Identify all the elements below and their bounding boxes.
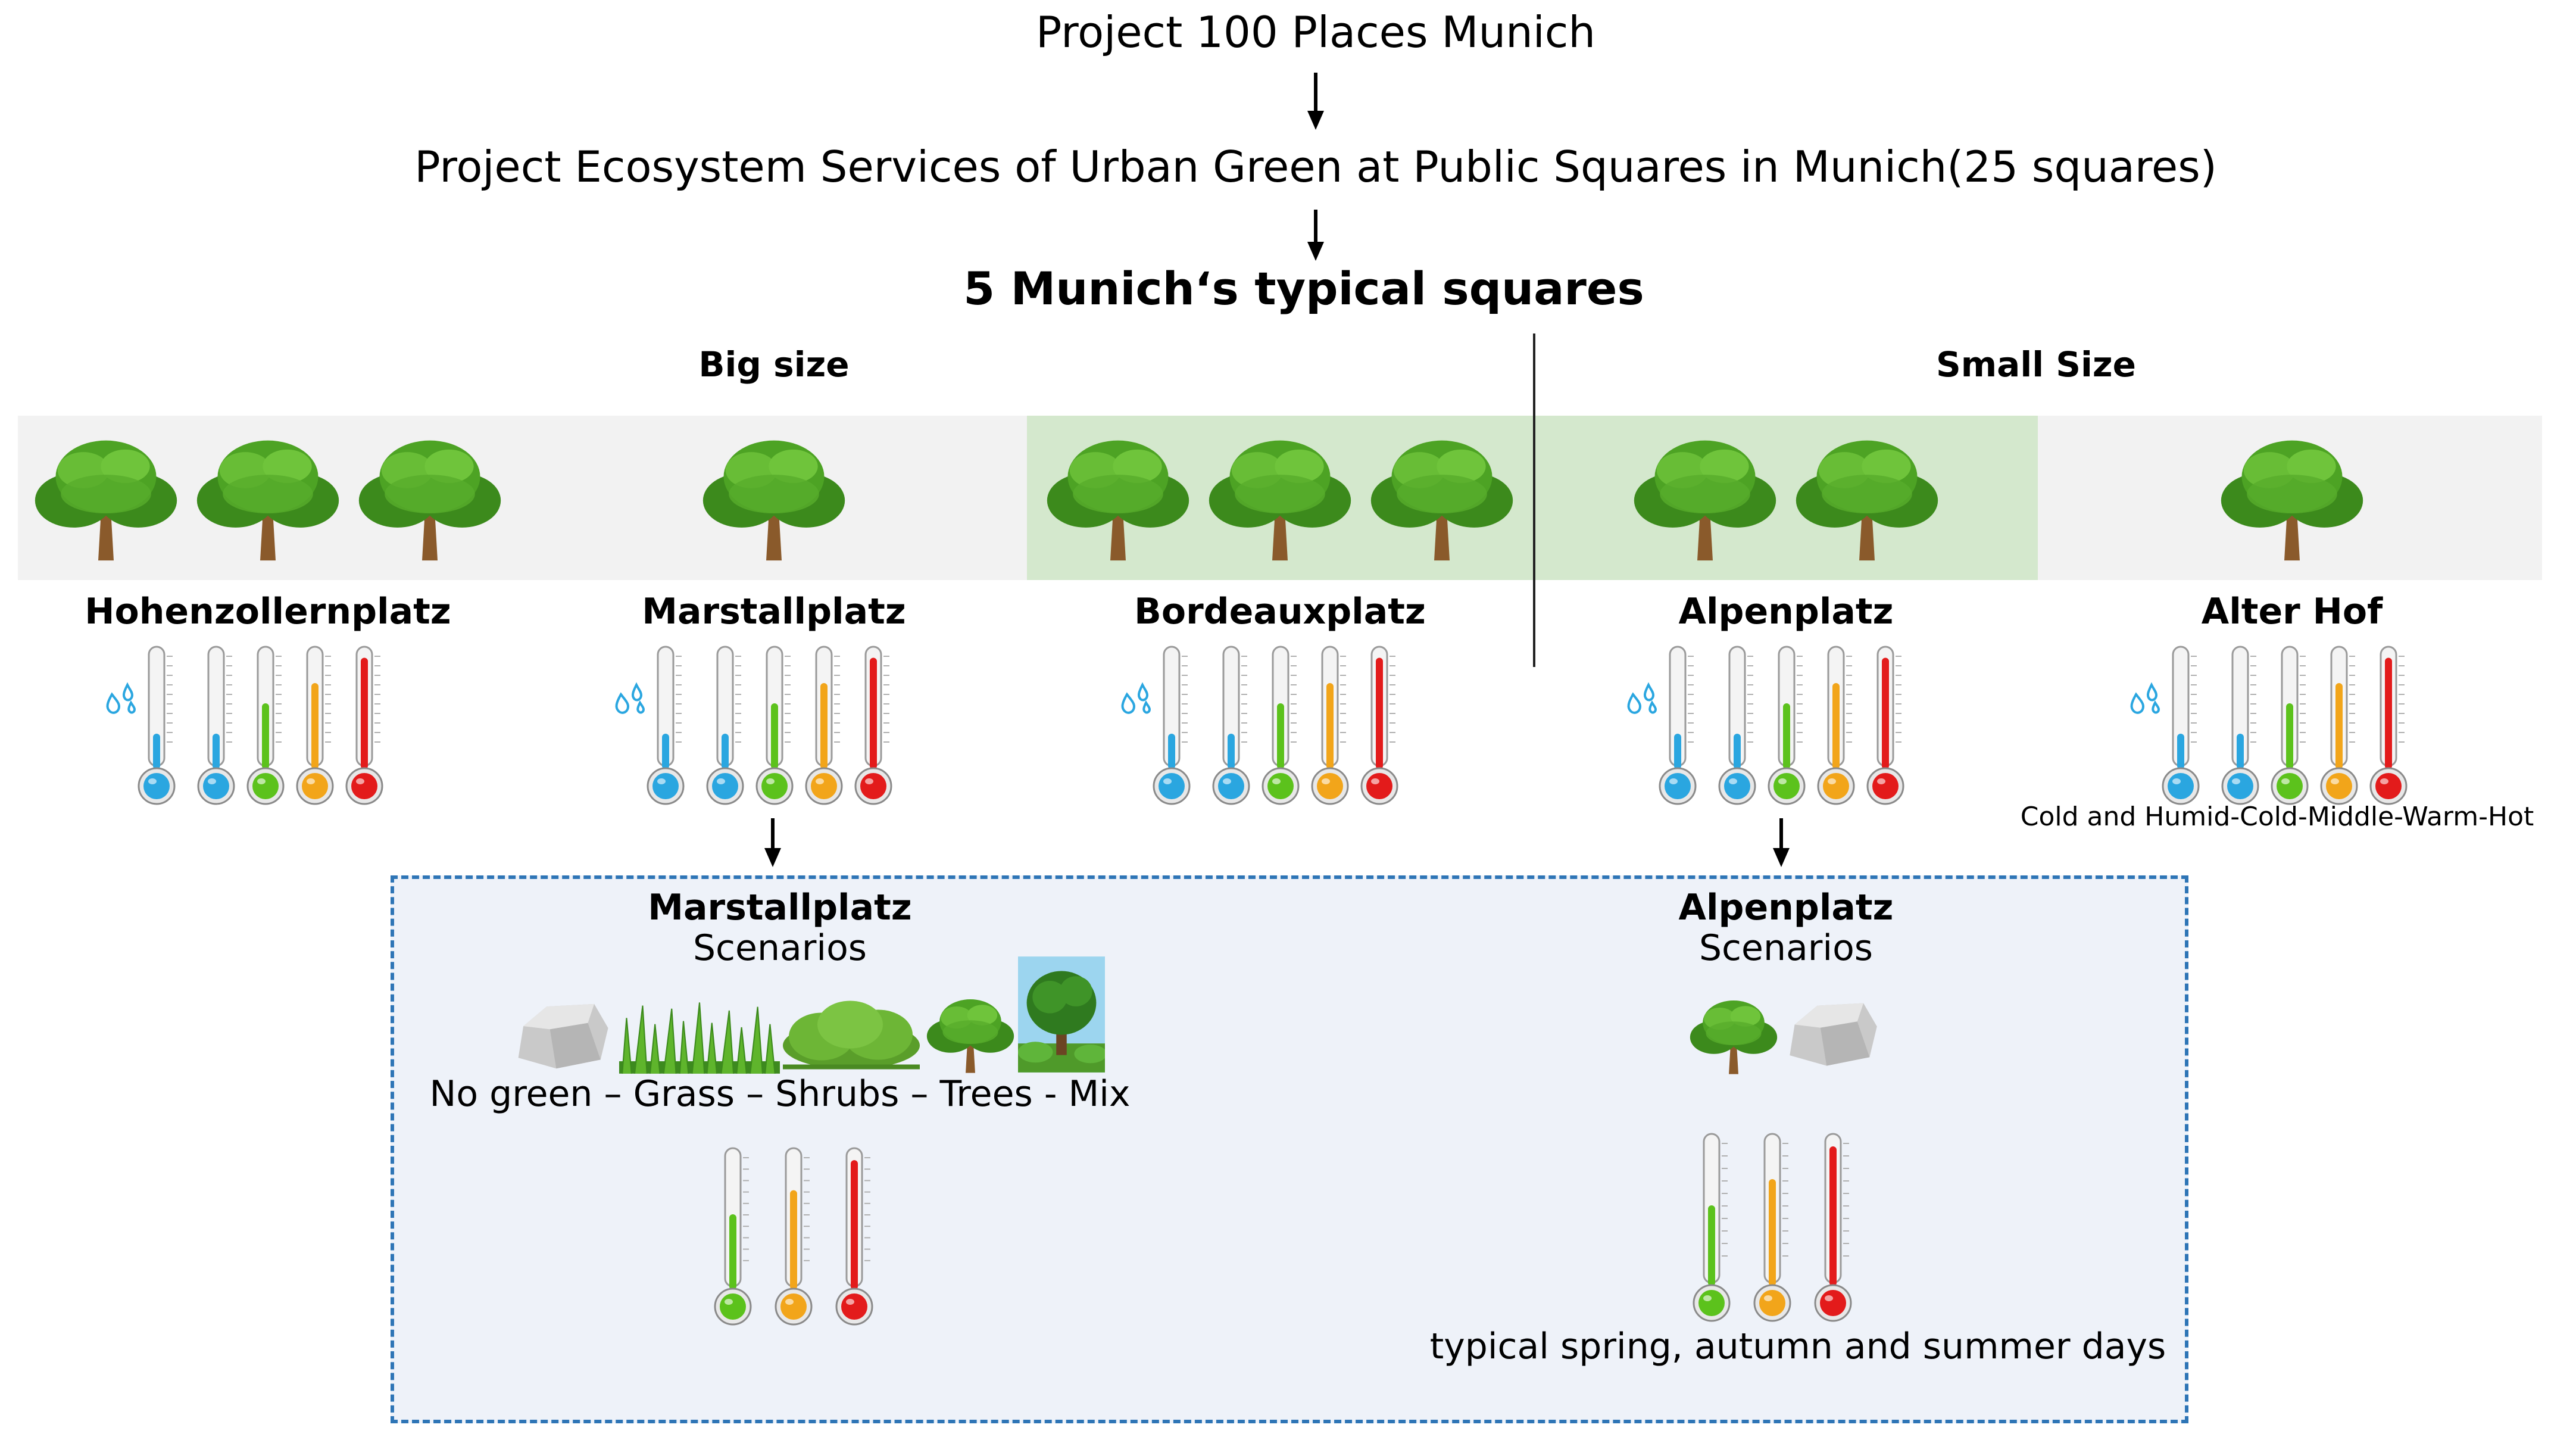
title-typical-squares: 5 Munich‘s typical squares (963, 262, 1644, 315)
tree-icon (923, 995, 1018, 1074)
tree-icon (1686, 996, 1781, 1075)
alpenplatz-scenarios-title: Alpenplatz (1678, 887, 1894, 928)
thermometer-legend: Cold and Humid-Cold-Middle-Warm-Hot (2020, 802, 2534, 832)
thermometer-hot (2369, 646, 2408, 805)
tree-icon (191, 432, 345, 562)
thermometer-middle (246, 646, 285, 805)
thermometer-hot (345, 646, 383, 805)
thermometer-warm (2320, 646, 2358, 805)
thermometer-cold (1718, 646, 1756, 805)
scenario-thermometer-warm (775, 1147, 813, 1326)
rock-icon (1790, 1003, 1877, 1066)
thermometer-cold-and-humid (1659, 646, 1697, 805)
alpenplatz-scenarios-heading: Alpenplatz Scenarios (1548, 887, 2024, 968)
label-big-size: Big size (698, 344, 850, 385)
mix-icon (1018, 956, 1105, 1073)
alpenplatz-scenarios-subtitle: Scenarios (1698, 927, 1874, 969)
square-name-bordeauxplatz: Bordeauxplatz (1134, 591, 1426, 632)
arrow-down-1 (1307, 73, 1324, 130)
square-name-alpenplatz: Alpenplatz (1678, 591, 1894, 632)
square-name-alter-hof: Alter Hof (2201, 591, 2383, 632)
thermometer-hot (1360, 646, 1398, 805)
thermometer-cold-and-humid (138, 646, 176, 805)
marstallplatz-scenarios-heading: Marstallplatz Scenarios (542, 887, 1018, 968)
scenario-thermometer-hot (1814, 1133, 1852, 1322)
arrow-to-marstallplatz-scenarios (764, 818, 781, 867)
arrow-to-alpenplatz-scenarios (1773, 818, 1790, 867)
thermometer-warm (296, 646, 334, 805)
thermometer-cold (197, 646, 235, 805)
thermometer-cold (706, 646, 744, 805)
label-small-size: Small Size (1935, 344, 2137, 385)
square-name-hohenzollernplatz: Hohenzollernplatz (85, 591, 451, 632)
tree-icon (2215, 432, 2369, 562)
thermometer-cold-and-humid (1153, 646, 1191, 805)
thermometer-cold-and-humid (2162, 646, 2200, 805)
tree-icon (1365, 432, 1519, 562)
thermometer-middle (1768, 646, 1806, 805)
thermometer-middle (755, 646, 794, 805)
scenario-thermometer-middle (1693, 1133, 1731, 1322)
thermometer-hot (854, 646, 892, 805)
thermometer-warm (805, 646, 843, 805)
tree-icon (1203, 432, 1357, 562)
arrow-down-2 (1307, 210, 1324, 261)
thermometer-middle (2271, 646, 2309, 805)
marstallplatz-scenarios-subtitle: Scenarios (692, 927, 867, 969)
scenarios-box (391, 875, 2188, 1423)
thermometer-warm (1311, 646, 1349, 805)
thermometer-hot (1866, 646, 1904, 805)
tree-icon (1041, 432, 1195, 562)
alpenplatz-days-text: typical spring, autumn and summer days (1429, 1326, 2166, 1367)
title-project-100-places: Project 100 Places Munich (1036, 7, 1595, 57)
grass-icon (619, 1002, 780, 1074)
thermometer-cold (1212, 646, 1250, 805)
tree-icon (1628, 432, 1782, 562)
thermometer-cold (2221, 646, 2259, 805)
thermometer-warm (1817, 646, 1855, 805)
rock-icon (518, 1003, 608, 1069)
tree-icon (29, 432, 183, 562)
scenario-thermometer-middle (714, 1147, 752, 1326)
thermometer-cold-and-humid (647, 646, 685, 805)
size-divider (1533, 333, 1535, 667)
thermometer-middle (1262, 646, 1300, 805)
square-name-marstallplatz: Marstallplatz (642, 591, 906, 632)
shrub-icon (783, 1000, 920, 1070)
scenario-thermometer-warm (1753, 1133, 1791, 1322)
scenario-thermometer-hot (835, 1147, 873, 1326)
tree-icon (352, 432, 507, 562)
title-ecosystem-services: Project Ecosystem Services of Urban Gree… (414, 142, 2217, 192)
marstallplatz-scenario-options: No green – Grass – Shrubs – Trees - Mix (429, 1073, 1131, 1115)
marstallplatz-scenarios-title: Marstallplatz (648, 887, 912, 928)
tree-icon (1790, 432, 1944, 562)
tree-icon (697, 432, 851, 562)
